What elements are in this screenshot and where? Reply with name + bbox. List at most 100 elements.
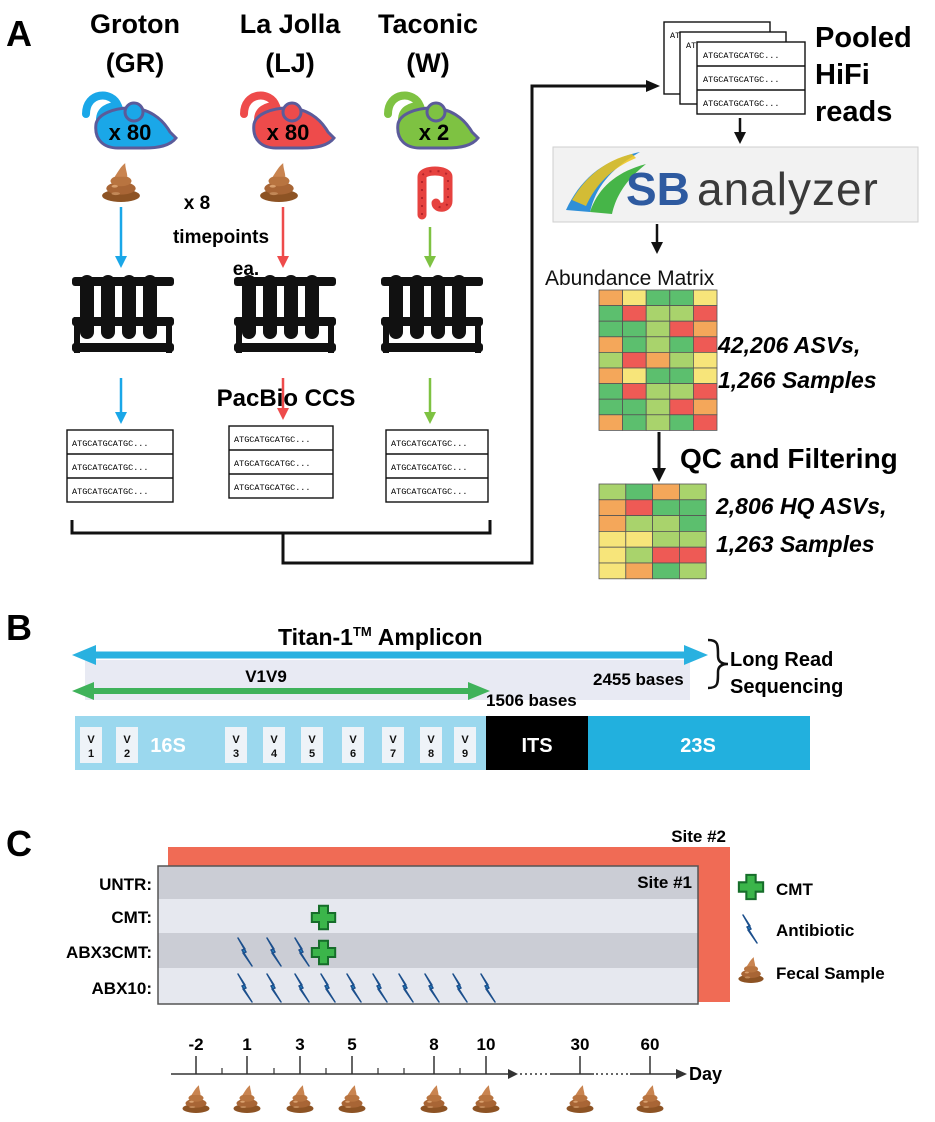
site-1-label: Site #1 xyxy=(637,873,692,892)
axis-label-day: Day xyxy=(689,1064,722,1084)
group-cmt: CMT: xyxy=(111,908,152,927)
read-sequence: ATGCATGCATGC... xyxy=(391,439,468,449)
variable-region-letter: V xyxy=(87,734,95,746)
v1v9-arrow xyxy=(72,682,490,700)
legend-fecal-sample: Fecal Sample xyxy=(776,964,885,983)
heatmap-cell xyxy=(598,289,624,307)
sbanalyzer-logo: SB analyzer xyxy=(552,146,919,223)
site-taconic-code: (W) xyxy=(406,48,449,78)
long-read-line2: Sequencing xyxy=(730,676,843,698)
label-its: ITS xyxy=(521,735,552,757)
heatmap-cell xyxy=(693,289,718,307)
legend-cmt: CMT xyxy=(776,880,813,899)
read-sequence: ATGCATGCATGC... xyxy=(391,463,468,473)
read-sequence: ATGCATGCATGC... xyxy=(234,483,311,493)
arrow-head xyxy=(646,80,660,92)
read-sequence: ATGCATGCATGC... xyxy=(72,439,149,449)
variable-region-number: 5 xyxy=(309,748,315,760)
read-sequence: ATGCATGCATGC... xyxy=(72,487,149,497)
read-sequence: ATGCATGCATGC... xyxy=(703,51,780,61)
heatmap-cell xyxy=(625,531,653,548)
day-tick-label: 1 xyxy=(242,1035,251,1054)
day-tick-label: 60 xyxy=(641,1035,660,1054)
heatmap-cell xyxy=(622,398,647,416)
fecal-sample-icon xyxy=(182,1085,210,1113)
heatmap-cell xyxy=(693,383,718,400)
heatmap-cell xyxy=(693,398,718,416)
fecal-sample-icon xyxy=(472,1085,500,1113)
heatmap-cell xyxy=(598,562,627,580)
site-lajolla-code: (LJ) xyxy=(265,48,315,78)
heatmap-cell xyxy=(645,289,671,307)
heatmap-cell xyxy=(625,515,653,532)
legend: CMT Antibiotic Fecal Sample xyxy=(737,873,885,983)
fecal-sample-icon xyxy=(102,163,140,202)
group-untr: UNTR: xyxy=(99,875,152,894)
read-sequence: ATGCATGCATGC... xyxy=(391,487,468,497)
heatmap-cell xyxy=(598,531,627,548)
heatmap-cell xyxy=(645,351,671,369)
abundance-heatmap xyxy=(598,289,718,431)
heatmap-cell xyxy=(679,483,707,501)
heatmap-cell xyxy=(669,414,694,431)
heatmap-cell xyxy=(645,367,671,385)
matrix-stats-line2: 1,266 Samples xyxy=(718,367,877,393)
variable-region-box xyxy=(263,727,285,763)
matrix-stats-line1: 42,206 ASVs, xyxy=(717,332,860,358)
label-16s: 16S xyxy=(150,735,186,757)
sample-tube-rack-icon xyxy=(381,275,483,353)
day-tick-label: 10 xyxy=(477,1035,496,1054)
heatmap-cell xyxy=(652,499,680,516)
heatmap-cell xyxy=(652,562,680,580)
panel-c: C Site #2 Site #1 UNTR: CMT: ABX3CMT: AB… xyxy=(6,823,885,1113)
heatmap-cell xyxy=(645,320,671,338)
heatmap-cell xyxy=(598,305,624,322)
timepoints-line1: x 8 xyxy=(184,193,210,214)
fecal-sample-icon xyxy=(636,1085,664,1113)
heatmap-cell xyxy=(693,414,718,431)
reads-groton: ATGCATGCATGC... ATGCATGCATGC... ATGCATGC… xyxy=(66,429,174,503)
logo-light-text: analyzer xyxy=(697,163,879,215)
pooled-reads-stack: ATGCATGCATGC... ATGCATGCATGC... ATGCATGC… xyxy=(663,21,806,115)
v1v9-label: V1V9 xyxy=(245,667,287,686)
heatmap-cell xyxy=(645,414,671,431)
pooled-label-line3: reads xyxy=(815,96,892,128)
sample-tube-rack-icon xyxy=(72,275,174,353)
heatmap-cell xyxy=(622,367,647,385)
variable-region-box xyxy=(382,727,404,763)
heatmap-cell xyxy=(625,499,653,516)
heatmap-cell xyxy=(652,546,680,564)
filtered-stats-line2: 1,263 Samples xyxy=(716,531,875,557)
heatmap-cell xyxy=(669,320,694,338)
heatmap-cell xyxy=(652,531,680,548)
variable-region-letter: V xyxy=(349,734,357,746)
variable-region-box xyxy=(116,727,138,763)
lajolla-count: x 80 xyxy=(267,120,310,145)
panel-a: A Groton (GR) La Jolla (LJ) Taconic (W) … xyxy=(6,9,919,580)
heatmap-cell xyxy=(679,562,707,580)
heatmap-cell xyxy=(679,515,707,532)
site-lajolla-name: La Jolla xyxy=(240,9,342,39)
fecal-sample-icon xyxy=(260,163,298,202)
variable-region-box xyxy=(342,727,364,763)
amplicon-arrow xyxy=(72,645,708,665)
abundance-matrix-label: Abundance Matrix xyxy=(545,267,715,290)
heatmap-cell xyxy=(622,383,647,400)
panel-b-letter: B xyxy=(6,607,32,648)
fecal-sample-icon xyxy=(233,1085,261,1113)
variable-region-box xyxy=(420,727,442,763)
heatmap-cell xyxy=(598,336,624,353)
variable-region-letter: V xyxy=(270,734,278,746)
panel-a-letter: A xyxy=(6,13,32,54)
variable-region-letter: V xyxy=(308,734,316,746)
site-groton-code: (GR) xyxy=(106,48,164,78)
heatmap-cell xyxy=(693,351,718,369)
arrow-head xyxy=(652,468,666,482)
group-abx3cmt: ABX3CMT: xyxy=(66,943,152,962)
pooling-bracket xyxy=(70,84,648,565)
heatmap-cell xyxy=(598,383,624,400)
colon-icon xyxy=(422,171,448,215)
heatmap-cell xyxy=(622,336,647,353)
